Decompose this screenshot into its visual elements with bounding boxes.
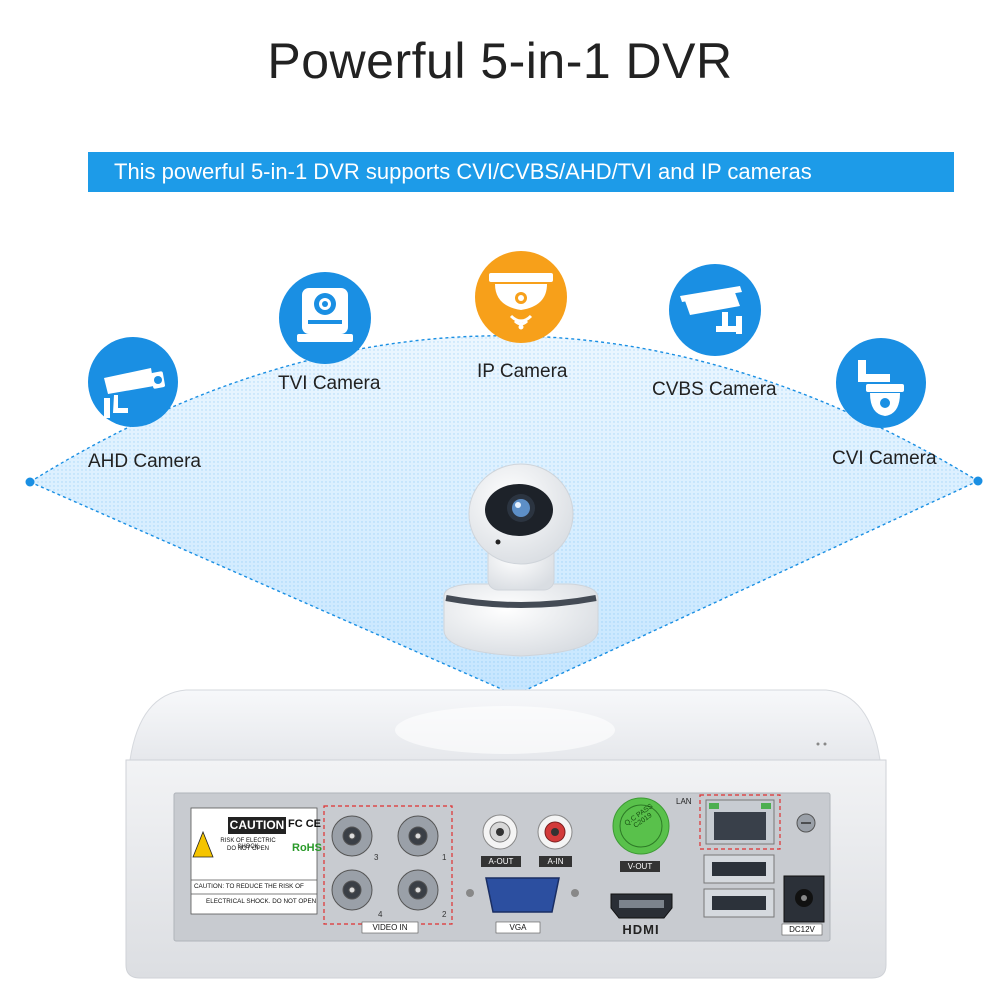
bnc-number-1: 1 [442, 853, 447, 862]
speed-dome-camera-icon [836, 338, 926, 428]
camera-label-cvbs: CVBS Camera [652, 379, 777, 400]
lan-label: LAN [676, 797, 692, 806]
camera-label-ip: IP Camera [477, 361, 568, 382]
v-out-label: V-OUT [627, 862, 653, 871]
vga-label: VGA [509, 923, 527, 932]
rohs-mark: RoHS [292, 842, 322, 854]
bnc-number-2: 2 [442, 910, 447, 919]
banner-text: This powerful 5-in-1 DVR supports CVI/CV… [114, 159, 812, 184]
caution-line1: RISK OF ELECTRIC SHOCK [220, 838, 276, 850]
dc-label: DC12V [789, 925, 815, 934]
dome-wifi-camera-icon [475, 251, 567, 343]
camera-label-ahd: AHD Camera [88, 451, 201, 472]
video-in-label: VIDEO IN [372, 923, 408, 932]
info-banner: This powerful 5-in-1 DVR supports CVI/CV… [88, 152, 954, 192]
dvr-device [125, 689, 887, 979]
caution-line2: DO NOT OPEN [227, 846, 269, 852]
bullet-camera-icon [88, 337, 178, 427]
bnc-number-4: 4 [378, 910, 383, 919]
hdmi-label: HDMI [622, 922, 660, 937]
a-out-label: A-OUT [488, 857, 514, 866]
camera-label-tvi: TVI Camera [278, 373, 381, 394]
caution-title: CAUTION [229, 818, 285, 832]
a-in-label: A-IN [547, 857, 564, 866]
caution-text2: ELECTRICAL SHOCK. DO NOT OPEN [206, 898, 317, 905]
robot-camera-icon [279, 272, 371, 364]
fcc-ce-mark: FC CE [288, 818, 321, 830]
camera-label-cvi: CVI Camera [832, 448, 937, 469]
ip-camera-product [443, 463, 599, 657]
box-camera-icon [669, 264, 761, 356]
caution-text1: CAUTION: TO REDUCE THE RISK OF [194, 883, 304, 890]
page-title: Powerful 5-in-1 DVR [267, 33, 733, 89]
bnc-number-3: 3 [374, 853, 379, 862]
